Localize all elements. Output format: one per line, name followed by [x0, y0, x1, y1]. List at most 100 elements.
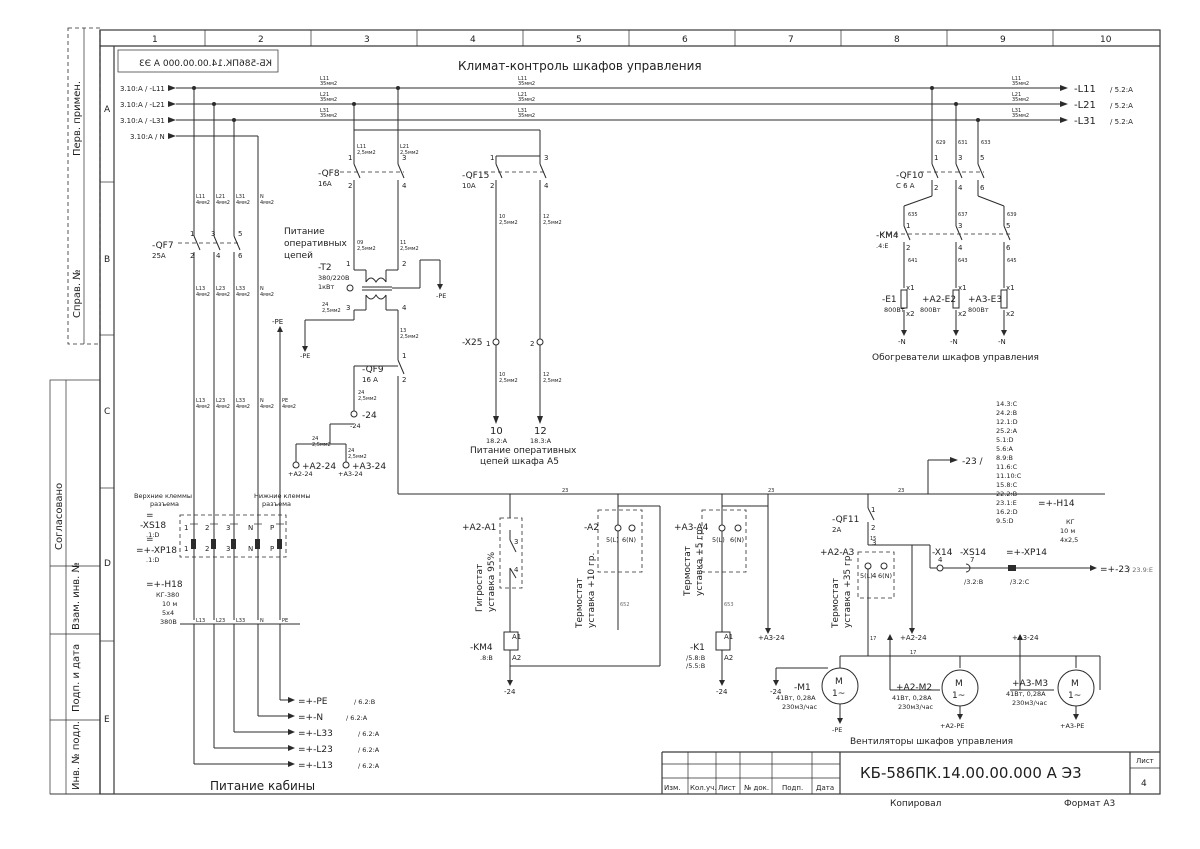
svg-text:4: 4 — [514, 566, 519, 574]
wire-label: 10 — [499, 214, 505, 220]
wire-label: L23 — [216, 286, 225, 292]
heater-e2-tag: +A2-E2 — [922, 295, 956, 305]
svg-text:24.2:B: 24.2:B — [996, 409, 1017, 417]
cabin-caption: Питание кабины — [210, 779, 315, 793]
heater-e1-tag: -E1 — [882, 295, 897, 305]
a2-24-tag: +A2-24 — [302, 462, 336, 472]
a2-24-small: +A2-24 — [288, 470, 313, 478]
qf9-tag: -QF9 — [362, 365, 384, 375]
col-5: 5 — [576, 35, 582, 45]
bus-label: L11 — [1012, 76, 1021, 82]
left-stamp-columns — [49, 27, 101, 795]
terminal-24 — [350, 410, 358, 418]
motor-m1-symbol: M 1~ — [821, 667, 859, 705]
qf10-rating: C 6 A — [896, 182, 915, 190]
tb-code: КБ-586ПК.14.00.00.000 А Э3 — [860, 764, 1082, 782]
h14-spec-1: 10 м — [1060, 527, 1075, 535]
wire-label: 4мм2 — [216, 404, 230, 410]
svg-text:4: 4 — [958, 244, 963, 252]
svg-text:x2: x2 — [1006, 310, 1015, 318]
xs18-top-caption2: разъема — [150, 500, 179, 508]
qf7-pin: 1 — [190, 230, 194, 238]
input-n: 3.10:A / N — [130, 133, 165, 141]
t2-spec-2: 1кВт — [318, 283, 335, 291]
op-supply-10: 10 — [490, 426, 503, 437]
out-l33: =+-L33 — [298, 729, 333, 739]
wire-label: 4мм2 — [236, 292, 250, 298]
heater-e1-power: 800Вт — [884, 306, 905, 314]
x25-t1: 1 — [486, 340, 490, 348]
wire-label: 10 — [499, 372, 505, 378]
wire-label: 4мм2 — [196, 292, 210, 298]
qf8-pin: 3 — [402, 154, 406, 162]
xs14-tag: -XS14 — [960, 548, 986, 558]
thermostat-a3-tag: +A2-A3 — [820, 548, 854, 558]
qf8-pin: 4 — [402, 182, 407, 190]
svg-text:1: 1 — [871, 506, 875, 514]
thermostat-a4-setpoint: уставка +5 гр. — [695, 526, 705, 596]
qf7-pin: 4 — [216, 252, 221, 260]
svg-text:N: N — [248, 545, 253, 553]
qf9-rating: 16 A — [362, 376, 378, 384]
motor-m3-symbol: M 1~ — [1057, 669, 1095, 707]
wire-label: 4мм2 — [196, 404, 210, 410]
svg-text:3: 3 — [226, 545, 230, 553]
motor-m2-spec-1: 230м3/час — [898, 703, 933, 711]
hygrostat-tag: +A2-A1 — [462, 523, 496, 533]
xp18-ref: .1:D — [146, 556, 159, 564]
svg-text:P: P — [270, 545, 274, 553]
xp18-tag: =+-XP18 — [136, 546, 177, 556]
bus-label: 35мм2 — [1012, 113, 1029, 119]
motor-m2-pe: +A2-PE — [940, 722, 964, 730]
out23-ref: / 23.9:E — [1128, 566, 1153, 574]
heater-e3-power: 800Вт — [968, 306, 989, 314]
bus-label: L21 — [1012, 92, 1021, 98]
mirrored-code: КБ-586ПК.14.00.00.000 А Э3 — [139, 59, 272, 69]
wire-label: 637 — [958, 212, 968, 218]
wire-label: 4мм2 — [260, 292, 274, 298]
wire-label: 2,5мм2 — [400, 150, 419, 156]
row-A: A — [104, 105, 111, 115]
qf7-pin: 6 — [238, 252, 243, 260]
wire-label: 631 — [958, 140, 968, 146]
out-ref: / 6.2:A — [346, 714, 368, 722]
x25-tag: -X25 — [462, 338, 482, 348]
qf8-branch — [304, 86, 1105, 495]
wire-label: L23 — [216, 618, 225, 624]
svg-text:1: 1 — [402, 352, 406, 360]
svg-text:1: 1 — [346, 260, 350, 268]
wire-label: L33 — [236, 618, 245, 624]
wire-label: 24 — [312, 436, 318, 442]
svg-text:1: 1 — [184, 524, 188, 532]
svg-text:14.3:C: 14.3:C — [996, 400, 1018, 408]
wire-label: 4мм2 — [260, 200, 274, 206]
bus-label: 35мм2 — [320, 81, 337, 87]
motor-m1-spec-0: 41Вт, 0,28A — [776, 694, 816, 702]
op-supply-ref12: 18.3:A — [530, 437, 552, 445]
svg-text:22.2:B: 22.2:B — [996, 490, 1017, 498]
wire-label: 4мм2 — [236, 200, 250, 206]
a2-24-fan: +A2-24 — [900, 634, 927, 642]
motor-m3-sym2: 1~ — [1068, 691, 1081, 701]
sheet-title: Климат-контроль шкафов управления — [458, 59, 702, 73]
bus-label: 35мм2 — [518, 81, 535, 87]
thermostat-a3-label: Термостат — [831, 578, 841, 629]
km4-coil-tag: -KM4 — [470, 643, 493, 653]
hygrostat-branch — [499, 494, 523, 686]
motor-m1-spec-1: 230м3/час — [782, 703, 817, 711]
wire-652: 652 — [620, 602, 630, 608]
svg-text:16.2:D: 16.2:D — [996, 508, 1018, 516]
sidebar-vzam-inv: Взам. инв. № — [71, 562, 82, 630]
tb-sheet-label: Лист — [1136, 757, 1154, 765]
xs18-pins — [190, 523, 284, 549]
qf10-tag: -QF10 — [896, 171, 924, 181]
svg-text:3: 3 — [226, 524, 230, 532]
out-pe: =+-PE — [298, 697, 328, 707]
qf7-pin: 5 — [238, 230, 242, 238]
bus-label: L31 — [1012, 108, 1021, 114]
input-l11: 3.10:A / -L11 — [120, 85, 165, 93]
n23-ref: -23 / — [962, 457, 984, 467]
pe-arrow-icon — [437, 284, 443, 290]
h14-tag: =+-H14 — [1038, 499, 1075, 509]
svg-text:5.1:D: 5.1:D — [996, 436, 1014, 444]
